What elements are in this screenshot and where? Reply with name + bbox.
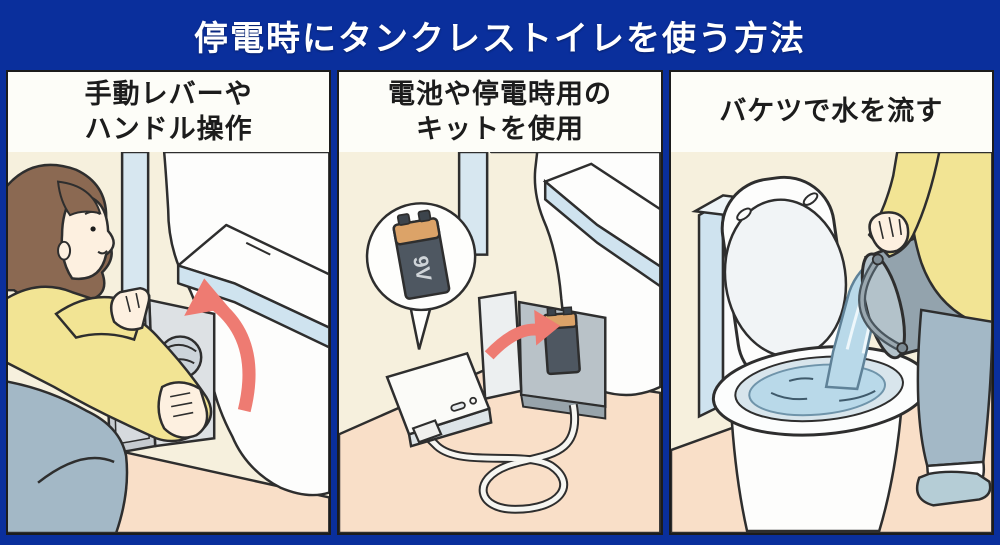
panel-row: 手動レバーや ハンドル操作 (0, 70, 1000, 540)
toilet (690, 175, 931, 533)
panel-2-heading-line1: 電池や停電時用の (387, 78, 612, 109)
person-figure (867, 152, 992, 507)
panel-2-illustration: 9V (339, 152, 661, 533)
battery-voltage-label: 9V (408, 254, 435, 283)
toilet-seat-edge (176, 264, 330, 349)
toilet-seat-edge (544, 178, 661, 288)
panel-3-heading-line1: バケツで水を流す (719, 96, 944, 127)
person-pants (916, 308, 992, 468)
battery-compartment (478, 290, 607, 420)
power-bank (385, 351, 493, 448)
panel-bucket-flush: バケツで水を流す (668, 70, 994, 535)
panel-1-heading: 手動レバーや ハンドル操作 (8, 72, 329, 152)
9v-battery-icon: 9V (392, 209, 451, 300)
wall-pipe (120, 152, 150, 300)
woman-jeans (8, 380, 129, 533)
page-title: 停電時にタンクレストイレを使う方法 (194, 19, 806, 58)
woman-face (60, 193, 115, 281)
rotate-arrow-icon (184, 278, 256, 413)
toilet-open-lid (720, 175, 852, 389)
insert-arrow-icon (485, 309, 561, 360)
toilet (490, 152, 661, 397)
power-cable (420, 403, 580, 514)
panel-manual-lever: 手動レバーや ハンドル操作 (6, 70, 332, 535)
panel-3-heading: バケツで水を流す (671, 72, 992, 152)
woman-figure (8, 163, 213, 533)
water-ripples (770, 377, 876, 402)
panel-2-heading-line2: キットを使用 (415, 114, 584, 144)
title-bar: 停電時にタンクレストイレを使う方法 (0, 0, 1000, 70)
woman-hair-bang (56, 180, 102, 217)
speech-bubble: 9V (366, 202, 477, 350)
panel-2-heading: 電池や停電時用の キットを使用 (339, 72, 660, 152)
panel-3-illustration (670, 152, 992, 533)
panel-1-heading-line2: ハンドル操作 (84, 114, 253, 144)
panel-1-illustration (8, 152, 330, 533)
toilet (162, 152, 330, 497)
panel-battery-kit: 電池や停電時用の キットを使用 (337, 70, 663, 535)
person-slipper (915, 470, 992, 507)
panel-1-heading-line1: 手動レバーや (84, 78, 253, 109)
woman-hand-right (157, 381, 209, 439)
cable-plug (411, 419, 443, 444)
compartment-battery (542, 306, 582, 376)
